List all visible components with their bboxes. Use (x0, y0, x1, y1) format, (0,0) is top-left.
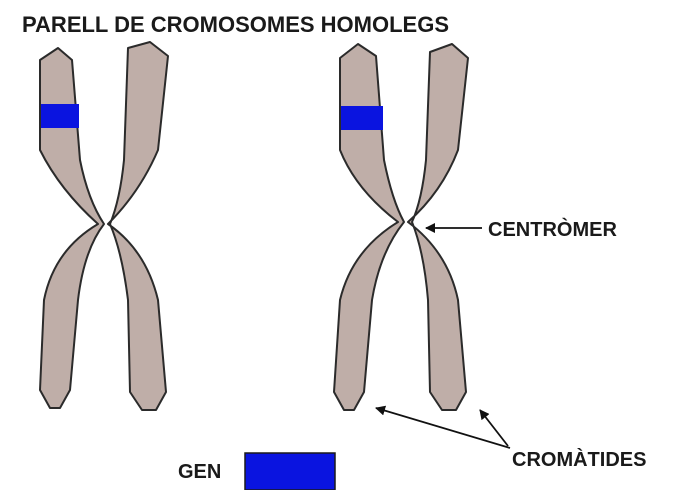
centromer-label: CENTRÒMER (488, 217, 617, 241)
chromatid-right-a (334, 44, 404, 410)
gen-legend-swatch (245, 453, 335, 490)
chromatid-left-a (40, 48, 104, 408)
gene-band-right (341, 106, 383, 130)
cromatides-arrow-left (376, 408, 510, 448)
cromatides-label: CROMÀTIDES (512, 448, 646, 471)
chromatid-left-b (108, 42, 168, 410)
chromosome-left (40, 42, 168, 410)
diagram-title: PARELL DE CROMOSOMES HOMOLEGS (22, 12, 449, 37)
chromatid-right-b (408, 44, 468, 410)
gen-label: GEN (178, 461, 221, 483)
chromosome-right (334, 44, 468, 410)
gene-band-left (41, 104, 79, 128)
